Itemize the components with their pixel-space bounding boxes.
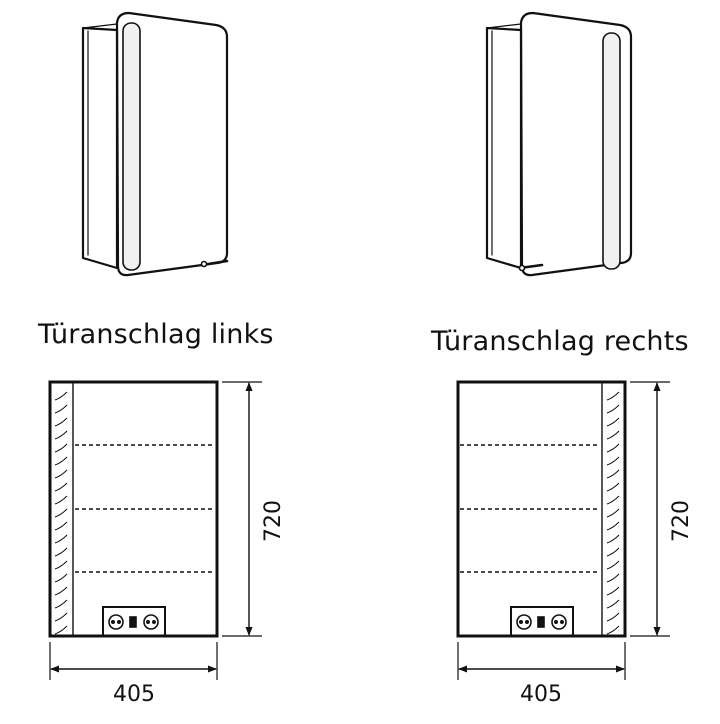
cabinet-perspective-left: [81, 11, 229, 277]
mirror-strip-right: [601, 381, 626, 637]
mirror-strip-left: [49, 381, 74, 637]
mirror-hatch-mark: [606, 612, 620, 622]
light-strip-right: [602, 32, 621, 270]
mirror-hatch-mark: [54, 586, 68, 596]
cabinet-door-right: [519, 11, 633, 277]
width-dimension-left: 405: [113, 682, 155, 707]
mirror-hatch-mark: [606, 443, 620, 453]
mirror-hatch-mark: [606, 404, 620, 414]
cabinet-perspective-right: [485, 11, 633, 277]
mirror-hatch-mark: [54, 508, 68, 518]
mirror-hatch-mark: [606, 391, 620, 401]
socket-box-left: [102, 606, 166, 637]
mirror-hatch-mark: [54, 443, 68, 453]
width-dimension-right: 405: [520, 682, 562, 707]
mirror-hatch-mark: [54, 495, 68, 505]
mirror-hatch-mark: [54, 599, 68, 609]
mirror-hatch-mark: [54, 547, 68, 557]
socket-icon: [516, 614, 567, 630]
cabinet-door-left: [115, 11, 229, 277]
mirror-hatch-mark: [54, 417, 68, 427]
mirror-hatch-mark: [606, 456, 620, 466]
mirror-hatch-mark: [606, 482, 620, 492]
mirror-hatch-mark: [54, 560, 68, 570]
socket-box-right: [510, 606, 574, 637]
mirror-hatching-right: [606, 391, 620, 635]
mirror-hatch-mark: [54, 625, 68, 635]
title-hinge-right: Türanschlag rechts: [431, 326, 689, 357]
front-view-left: [48, 380, 262, 680]
mirror-hatch-mark: [606, 547, 620, 557]
mirror-hatch-mark: [54, 404, 68, 414]
mirror-hatch-mark: [606, 430, 620, 440]
light-strip-left: [122, 22, 141, 271]
mirror-hatch-mark: [54, 430, 68, 440]
mirror-hatch-mark: [606, 508, 620, 518]
mirror-hatch-mark: [606, 573, 620, 583]
mirror-hatching-left: [54, 391, 68, 635]
height-dimension-right: 720: [669, 500, 694, 542]
mirror-hatch-mark: [606, 495, 620, 505]
title-hinge-left: Türanschlag links: [38, 319, 274, 350]
mirror-hatch-mark: [54, 534, 68, 544]
mirror-hatch-mark: [606, 469, 620, 479]
mirror-hatch-mark: [606, 599, 620, 609]
height-dimension-left: 720: [261, 500, 286, 542]
mirror-hatch-mark: [606, 560, 620, 570]
mirror-hatch-mark: [606, 586, 620, 596]
mirror-hatch-mark: [606, 625, 620, 635]
mirror-hatch-mark: [54, 391, 68, 401]
mirror-hatch-mark: [54, 482, 68, 492]
mirror-hatch-mark: [606, 417, 620, 427]
mirror-hatch-mark: [54, 456, 68, 466]
mirror-hatch-mark: [606, 521, 620, 531]
cabinet-body-left: [81, 26, 119, 270]
mirror-hatch-mark: [54, 469, 68, 479]
front-view-right: [456, 380, 670, 680]
socket-icon: [108, 614, 159, 630]
mirror-hatch-mark: [54, 521, 68, 531]
mirror-hatch-mark: [54, 612, 68, 622]
mirror-hatch-mark: [606, 534, 620, 544]
mirror-hatch-mark: [54, 573, 68, 583]
